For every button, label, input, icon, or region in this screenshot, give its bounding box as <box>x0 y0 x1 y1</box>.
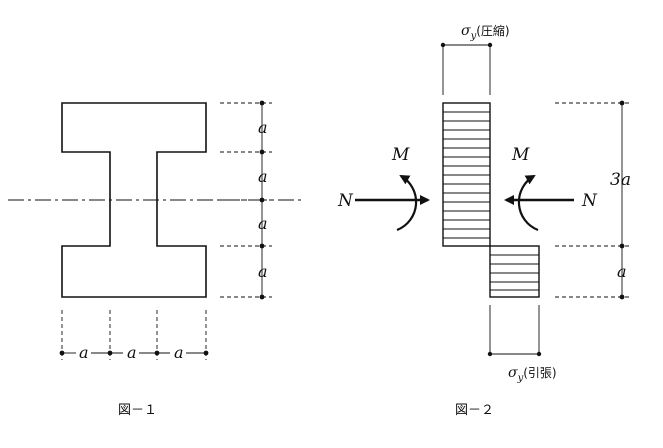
dim-label-a-6: a <box>127 343 137 362</box>
axial-force-left-label: N <box>337 191 354 211</box>
tension-hatching <box>490 254 539 291</box>
sigma-compression-label: σy(圧縮) <box>461 23 510 42</box>
tension-width-dimension <box>489 305 540 355</box>
dim-label-a-5: a <box>79 343 89 362</box>
i-section-outline <box>61 102 207 298</box>
dim-label-a-7: a <box>174 343 184 362</box>
axial-force-right-label: N <box>581 191 598 211</box>
moment-right-arc <box>517 175 539 232</box>
height-dimension-dots <box>619 100 625 300</box>
dim-label-a-2: a <box>258 167 268 186</box>
vertical-dimension-dots <box>259 100 265 300</box>
tension-stress-block <box>489 245 540 298</box>
moment-left-arc <box>396 175 418 232</box>
sigma-tension-label: σy(引張) <box>508 365 557 384</box>
height-dimension <box>555 102 632 298</box>
moment-left-label: M <box>391 145 410 165</box>
compression-dimension-dots <box>440 42 493 48</box>
dim-label-a-1: a <box>258 118 268 137</box>
horizontal-dimension-dots <box>59 350 209 356</box>
dim-label-a-3: a <box>258 214 268 233</box>
figure-1-caption: 図－１ <box>118 403 157 418</box>
compression-width-dimension <box>442 44 491 95</box>
tension-dimension-dots <box>487 351 542 357</box>
compression-hatching <box>443 111 490 239</box>
compression-stress-block <box>442 102 491 247</box>
figure-1: a a a a a a a 図－１ <box>8 100 302 418</box>
moment-right-label: M <box>511 145 530 165</box>
figure-2-caption: 図－２ <box>455 403 494 418</box>
figure-2: σy(圧縮) <box>337 23 632 418</box>
height-label-a: a <box>617 262 627 281</box>
height-label-3a: 3a <box>610 170 631 190</box>
dim-label-a-4: a <box>258 262 268 281</box>
